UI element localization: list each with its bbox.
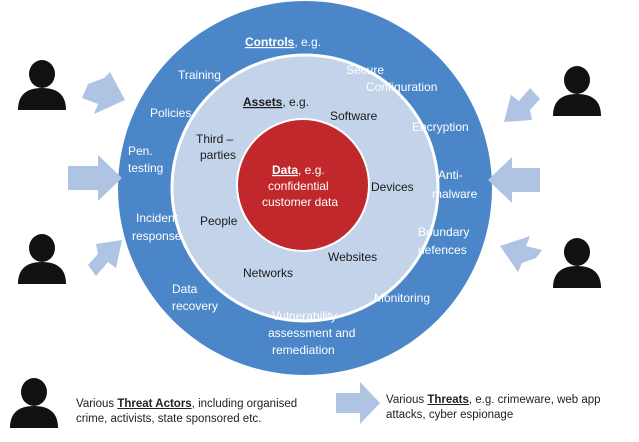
- asset-devices: Devices: [371, 180, 414, 194]
- control-incident-line2: response: [132, 229, 182, 243]
- person-icon: [18, 234, 66, 284]
- control-recovery-line2: recovery: [172, 299, 218, 313]
- control-incident-line1: Incident: [136, 211, 179, 225]
- asset-networks: Networks: [243, 266, 293, 280]
- asset-people: People: [200, 214, 238, 228]
- control-monitoring: Monitoring: [374, 291, 430, 305]
- legend-threat-actors: Various Threat Actors, including organis…: [76, 398, 298, 425]
- arrow-left-bottom-icon: [88, 240, 122, 276]
- person-icon: [553, 66, 601, 116]
- control-vuln-line1: Vulnerability: [272, 309, 337, 323]
- controls-heading: Controls, e.g.: [245, 35, 321, 49]
- asset-software: Software: [330, 109, 378, 123]
- data-core: [236, 118, 370, 252]
- control-training: Training: [178, 68, 221, 82]
- control-pen-line2: testing: [128, 161, 163, 175]
- control-boundary-line2: defences: [418, 243, 467, 257]
- legend-arrow-icon: [336, 382, 380, 424]
- person-icon: [18, 60, 66, 110]
- person-icon: [553, 238, 601, 288]
- data-line1: confidential: [268, 179, 329, 193]
- arrow-left-mid-icon: [68, 155, 122, 201]
- control-anti-line2: malware: [432, 187, 478, 201]
- data-heading: Data, e.g.: [272, 163, 325, 177]
- control-policies: Policies: [150, 106, 191, 120]
- control-secure-line2: Configuration: [366, 80, 437, 94]
- control-anti-line1: Anti-: [438, 168, 463, 182]
- control-vuln-line3: remediation: [272, 343, 335, 357]
- asset-websites: Websites: [328, 250, 377, 264]
- data-line2: customer data: [262, 195, 338, 209]
- arrow-right-top-icon: [504, 88, 540, 122]
- assets-heading: Assets, e.g.: [243, 95, 309, 109]
- control-vuln-line2: assessment and: [268, 326, 355, 340]
- arrow-left-top-icon: [82, 72, 125, 114]
- asset-third-line1: Third –: [196, 132, 234, 146]
- control-boundary-line1: Boundary: [418, 225, 469, 239]
- arrow-right-mid-icon: [488, 157, 540, 203]
- control-secure-line1: Secure: [346, 63, 384, 77]
- control-encryption: Encryption: [412, 120, 469, 134]
- arrow-right-bottom-icon: [500, 236, 542, 272]
- control-pen-line1: Pen.: [128, 144, 153, 158]
- asset-third-line2: parties: [200, 148, 236, 162]
- legend-person-icon: [10, 378, 58, 428]
- legend-threats: Various Threats, e.g. crimeware, web app…: [386, 394, 601, 421]
- control-recovery-line1: Data: [172, 282, 198, 296]
